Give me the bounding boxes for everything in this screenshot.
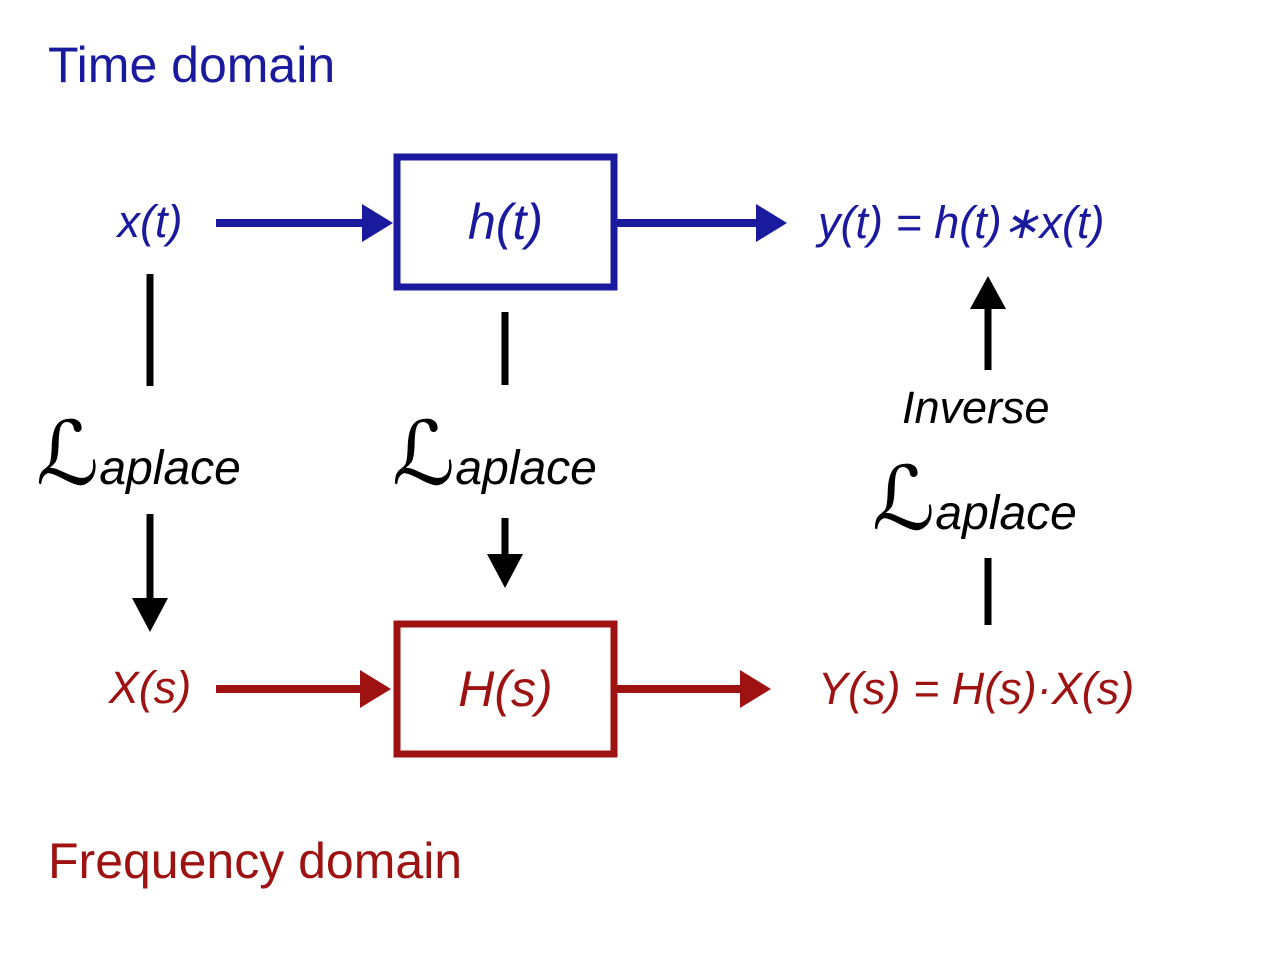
arrow-head-down [487,554,523,588]
time-output-equation: y(t) = h(t)∗x(t) [818,197,1105,248]
time-system-label: h(t) [468,194,543,250]
arrow-head-down [132,598,168,632]
laplace-connector-left [132,274,168,632]
arrow-xt-to-ht [216,204,393,242]
arrow-head [360,670,391,708]
laplace-word-rest: aplace [455,442,597,495]
frequency-input-label: X(s) [108,662,192,713]
inverse-label: Inverse [902,382,1050,433]
frequency-system-box [393,620,618,758]
inverse-laplace-connector [970,276,1006,625]
script-l-glyph: ℒ [36,402,100,505]
time-domain-title: Time domain [48,37,336,93]
arrow-hs-to-ys [617,670,771,708]
arrow-head [740,670,771,708]
arrow-ht-to-yt [617,204,787,242]
arrow-xs-to-hs [216,670,391,708]
script-l-glyph: ℒ [872,447,936,550]
frequency-system-label: H(s) [458,661,553,717]
laplace-connector-middle [487,312,523,588]
frequency-domain-title: Frequency domain [48,833,463,889]
arrow-head [756,204,787,242]
time-system-box [393,153,618,291]
time-input-label: x(t) [117,196,183,247]
laplace-word-rest: aplace [935,487,1077,540]
arrow-head-up [970,276,1006,309]
laplace-word-rest: aplace [99,442,241,495]
arrow-head [362,204,393,242]
frequency-output-equation: Y(s) = H(s)·X(s) [818,663,1135,714]
script-l-glyph: ℒ [392,402,456,505]
